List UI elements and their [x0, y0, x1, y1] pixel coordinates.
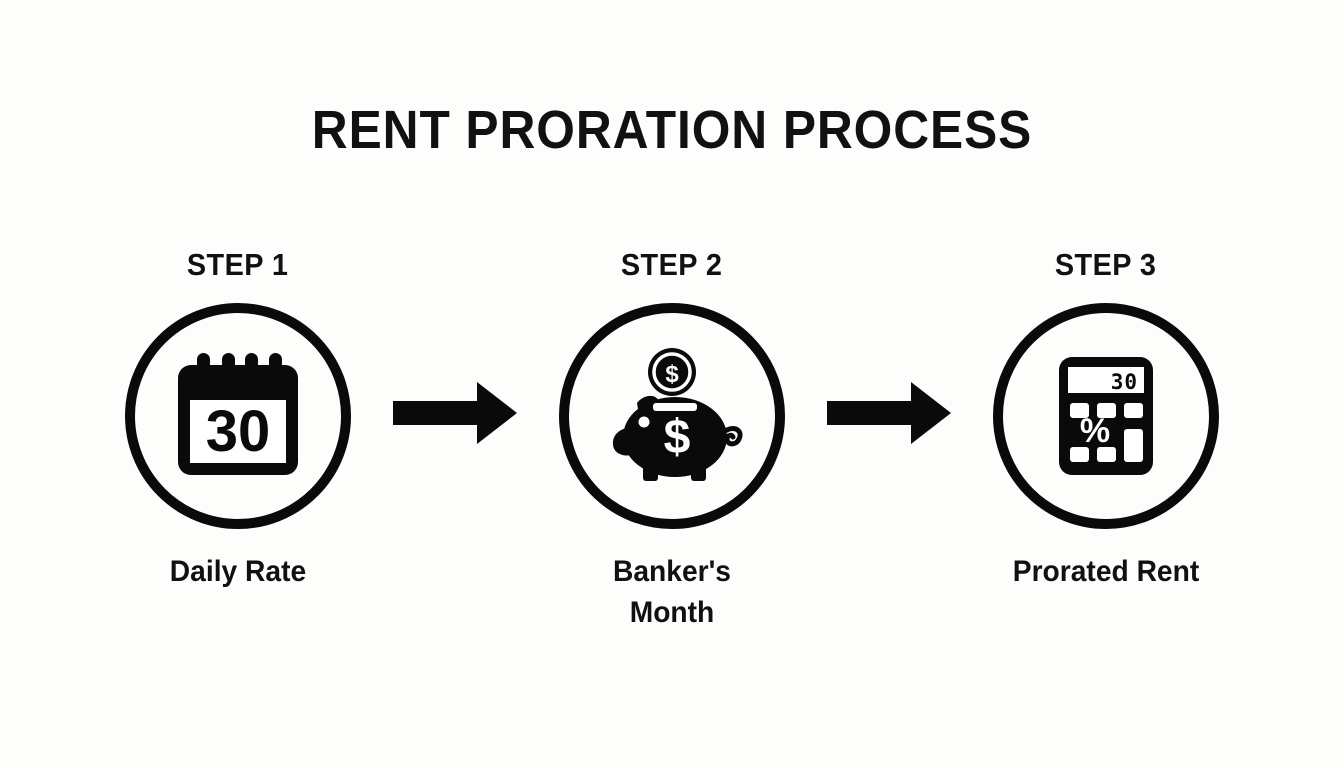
arrow-right-icon [827, 382, 951, 444]
page-title: RENT PRORATION PROCESS [311, 100, 1033, 160]
arrow-2-cell [817, 248, 961, 444]
step-2: STEP 2 $ [527, 248, 817, 633]
arrow-1-cell [383, 248, 527, 444]
step-1-circle: 30 [125, 303, 351, 529]
step-3-label: STEP 3 [1055, 247, 1157, 282]
calculator-percent-symbol: % [1080, 412, 1110, 450]
step-1-caption: Daily Rate [169, 555, 307, 588]
step-3: STEP 3 30 % [961, 248, 1251, 592]
steps-row: STEP 1 30 Daily Rate [0, 248, 1344, 668]
piggy-bank-icon: $ $ [612, 348, 743, 481]
calculator-icon: 30 % [1059, 357, 1153, 475]
calendar-day-number: 30 [206, 399, 271, 464]
step-3-circle: 30 % [993, 303, 1219, 529]
arrow-right-icon [393, 382, 517, 444]
step-3-caption: Prorated Rent [1012, 555, 1200, 588]
calculator-display-value: 30 [1111, 370, 1138, 394]
step-1-label: STEP 1 [187, 247, 289, 282]
step-2-circle: $ $ [559, 303, 785, 529]
step-2-label: STEP 2 [621, 247, 723, 282]
step-2-caption: Banker's Month [612, 555, 731, 629]
piggy-dollar-symbol: $ [664, 411, 691, 464]
calendar-icon: 30 [178, 353, 298, 475]
step-1: STEP 1 30 Daily Rate [93, 248, 383, 592]
coin-dollar-symbol: $ [665, 361, 679, 388]
